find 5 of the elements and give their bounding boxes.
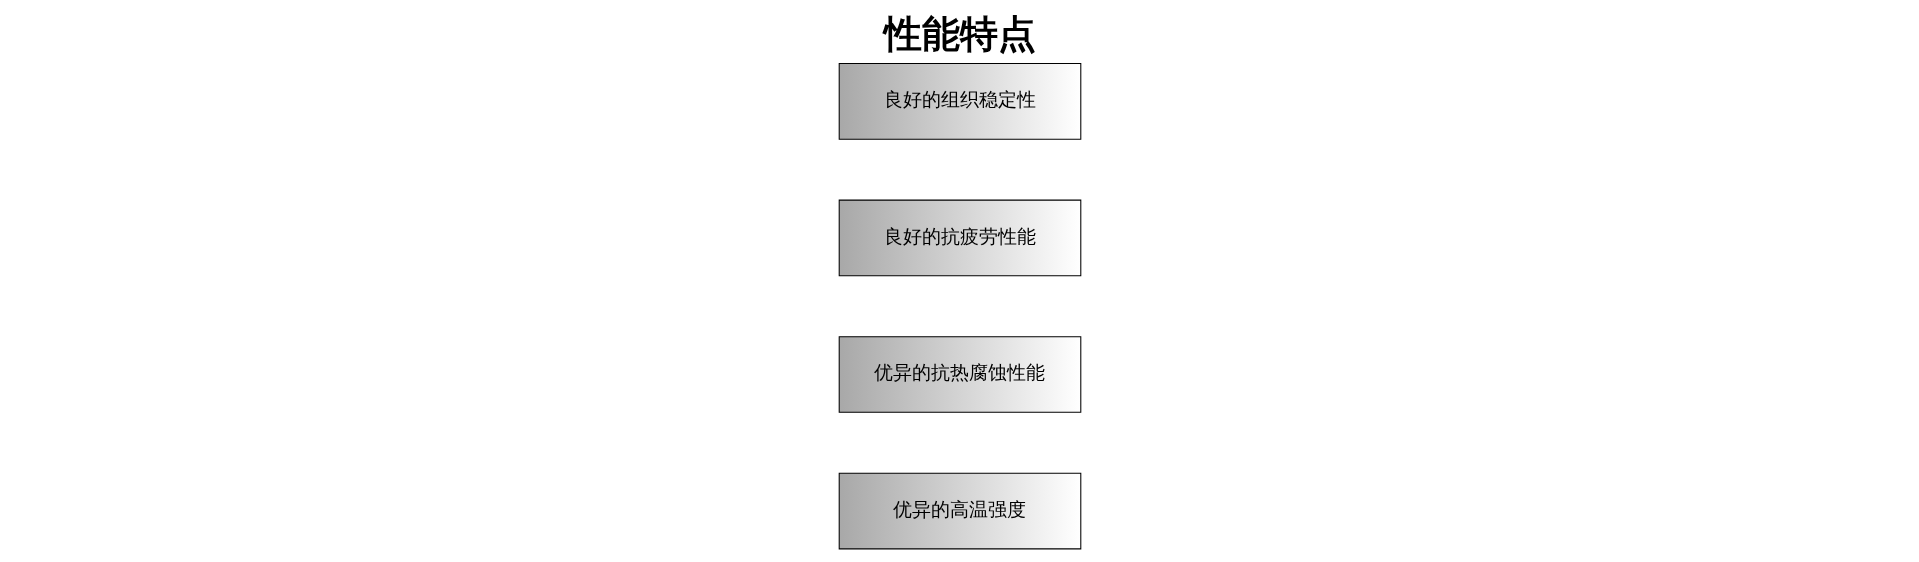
node-box: 良好的组织稳定性 [838,63,1081,140]
node-box: 优异的抗热腐蚀性能 [838,336,1081,413]
node-box: 良好的抗疲劳性能 [838,199,1081,277]
diagram-title: 性能特点 [883,11,1036,56]
node-box: 优异的高温强度 [838,472,1081,550]
